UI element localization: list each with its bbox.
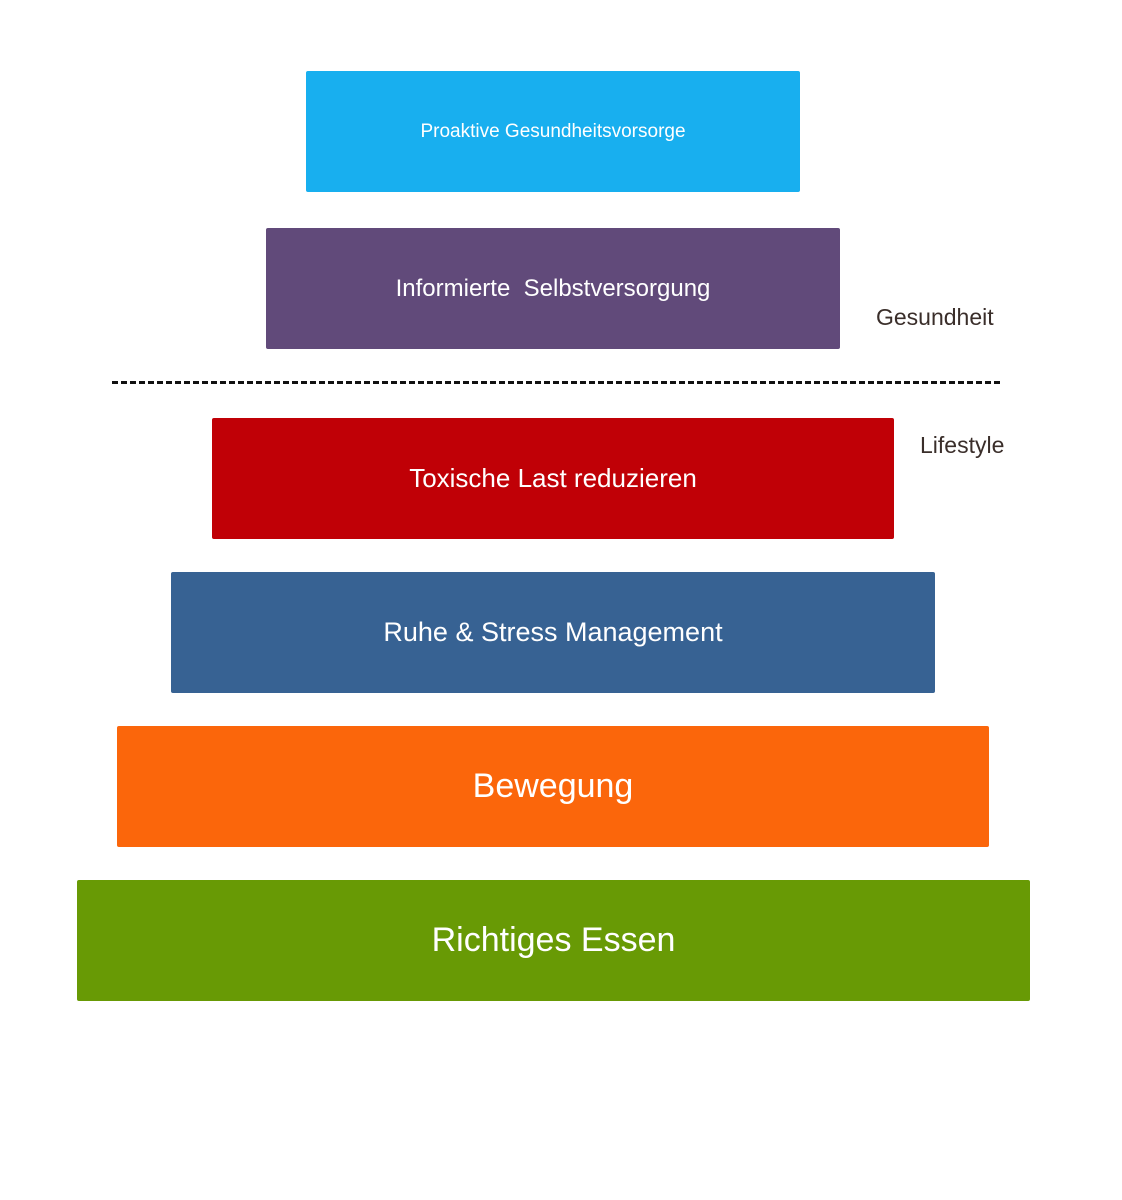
layer-bewegung: Bewegung xyxy=(117,726,989,847)
section-label-lifestyle: Lifestyle xyxy=(920,432,1005,458)
layer-informierte-selbstversorgung: Informierte Selbstversorgung xyxy=(266,228,840,349)
layer-label: Proaktive Gesundheitsvorsorge xyxy=(420,120,686,142)
section-label-gesundheit: Gesundheit xyxy=(876,304,994,330)
layer-richtiges-essen: Richtiges Essen xyxy=(77,880,1030,1001)
layer-label: Richtiges Essen xyxy=(431,921,676,959)
dashed-divider xyxy=(112,381,1000,384)
layer-label: Toxische Last reduzieren xyxy=(409,463,697,493)
layer-label: Ruhe & Stress Management xyxy=(383,617,723,647)
layer-toxische-last-reduzieren: Toxische Last reduzieren xyxy=(212,418,894,539)
layer-label: Informierte Selbstversorgung xyxy=(395,274,711,302)
layer-label: Bewegung xyxy=(472,767,634,805)
layer-ruhe-stress-management: Ruhe & Stress Management xyxy=(171,572,935,693)
layer-proaktive-gesundheitsvorsorge: Proaktive Gesundheitsvorsorge xyxy=(306,71,800,192)
